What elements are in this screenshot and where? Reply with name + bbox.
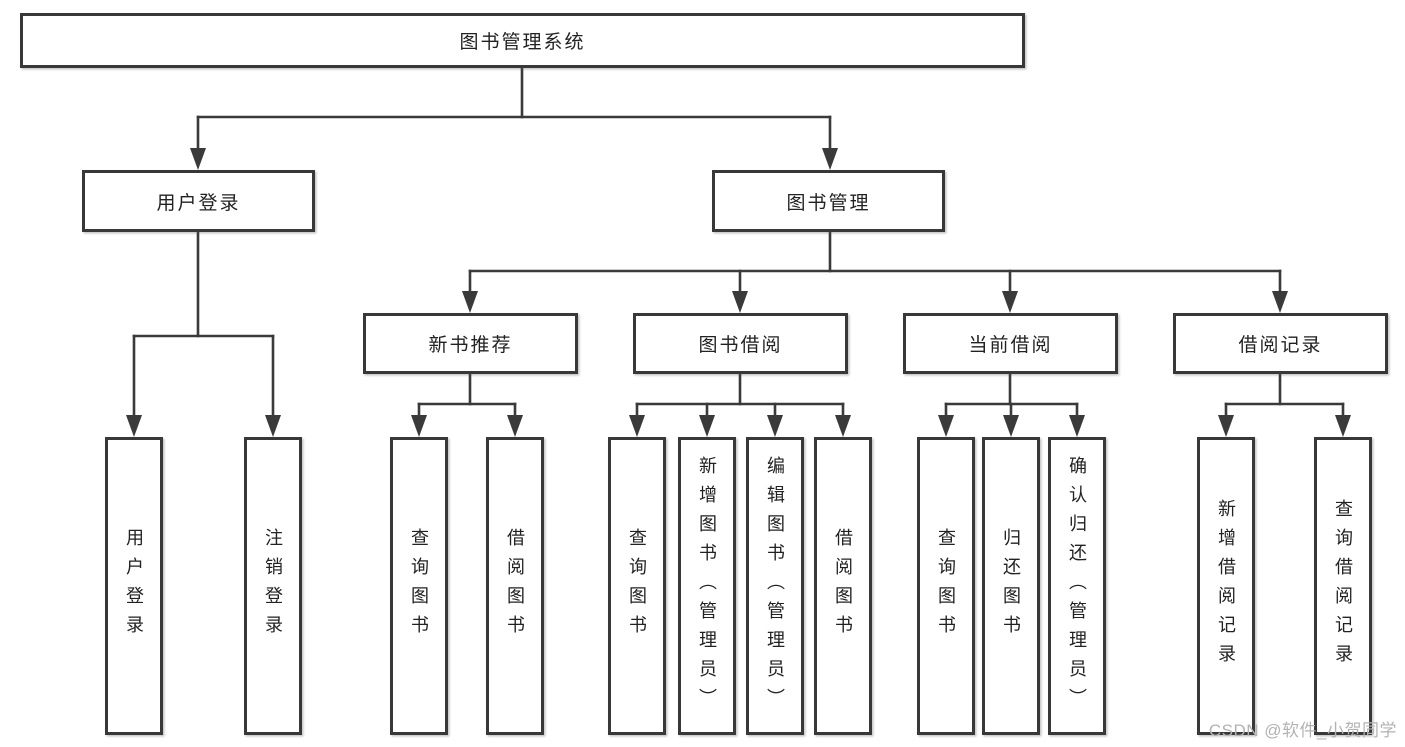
- node-new-book-recommend: 新书推荐: [363, 313, 578, 374]
- leaf-borrow-books: 借阅图书: [814, 437, 872, 735]
- leaf-return-book: 归还图书: [982, 437, 1040, 735]
- node-book-borrow: 图书借阅: [633, 313, 848, 374]
- leaf-query-borrow-record: 查询借阅记录: [1314, 437, 1372, 735]
- node-user-login: 用户登录: [82, 170, 315, 232]
- leaf-query-books-current: 查询图书: [917, 437, 975, 735]
- node-borrow-records: 借阅记录: [1173, 313, 1388, 374]
- node-book-management: 图书管理: [712, 170, 945, 232]
- watermark: CSDN @软件_小贺同学: [1208, 721, 1397, 740]
- leaf-query-books-recommend: 查询图书: [390, 437, 448, 735]
- leaf-add-borrow-record: 新增借阅记录: [1197, 437, 1255, 735]
- leaf-edit-book-admin: 编辑图书（管理员）: [746, 437, 804, 735]
- leaf-logout: 注销登录: [244, 437, 302, 735]
- leaf-user-login: 用户登录: [105, 437, 163, 735]
- node-root: 图书管理系统: [20, 13, 1025, 68]
- leaf-add-book-admin: 新增图书（管理员）: [678, 437, 736, 735]
- leaf-borrow-books-recommend: 借阅图书: [486, 437, 544, 735]
- node-current-borrow: 当前借阅: [903, 313, 1118, 374]
- leaf-query-books-borrow: 查询图书: [608, 437, 666, 735]
- leaf-confirm-return-admin: 确认归还（管理员）: [1048, 437, 1106, 735]
